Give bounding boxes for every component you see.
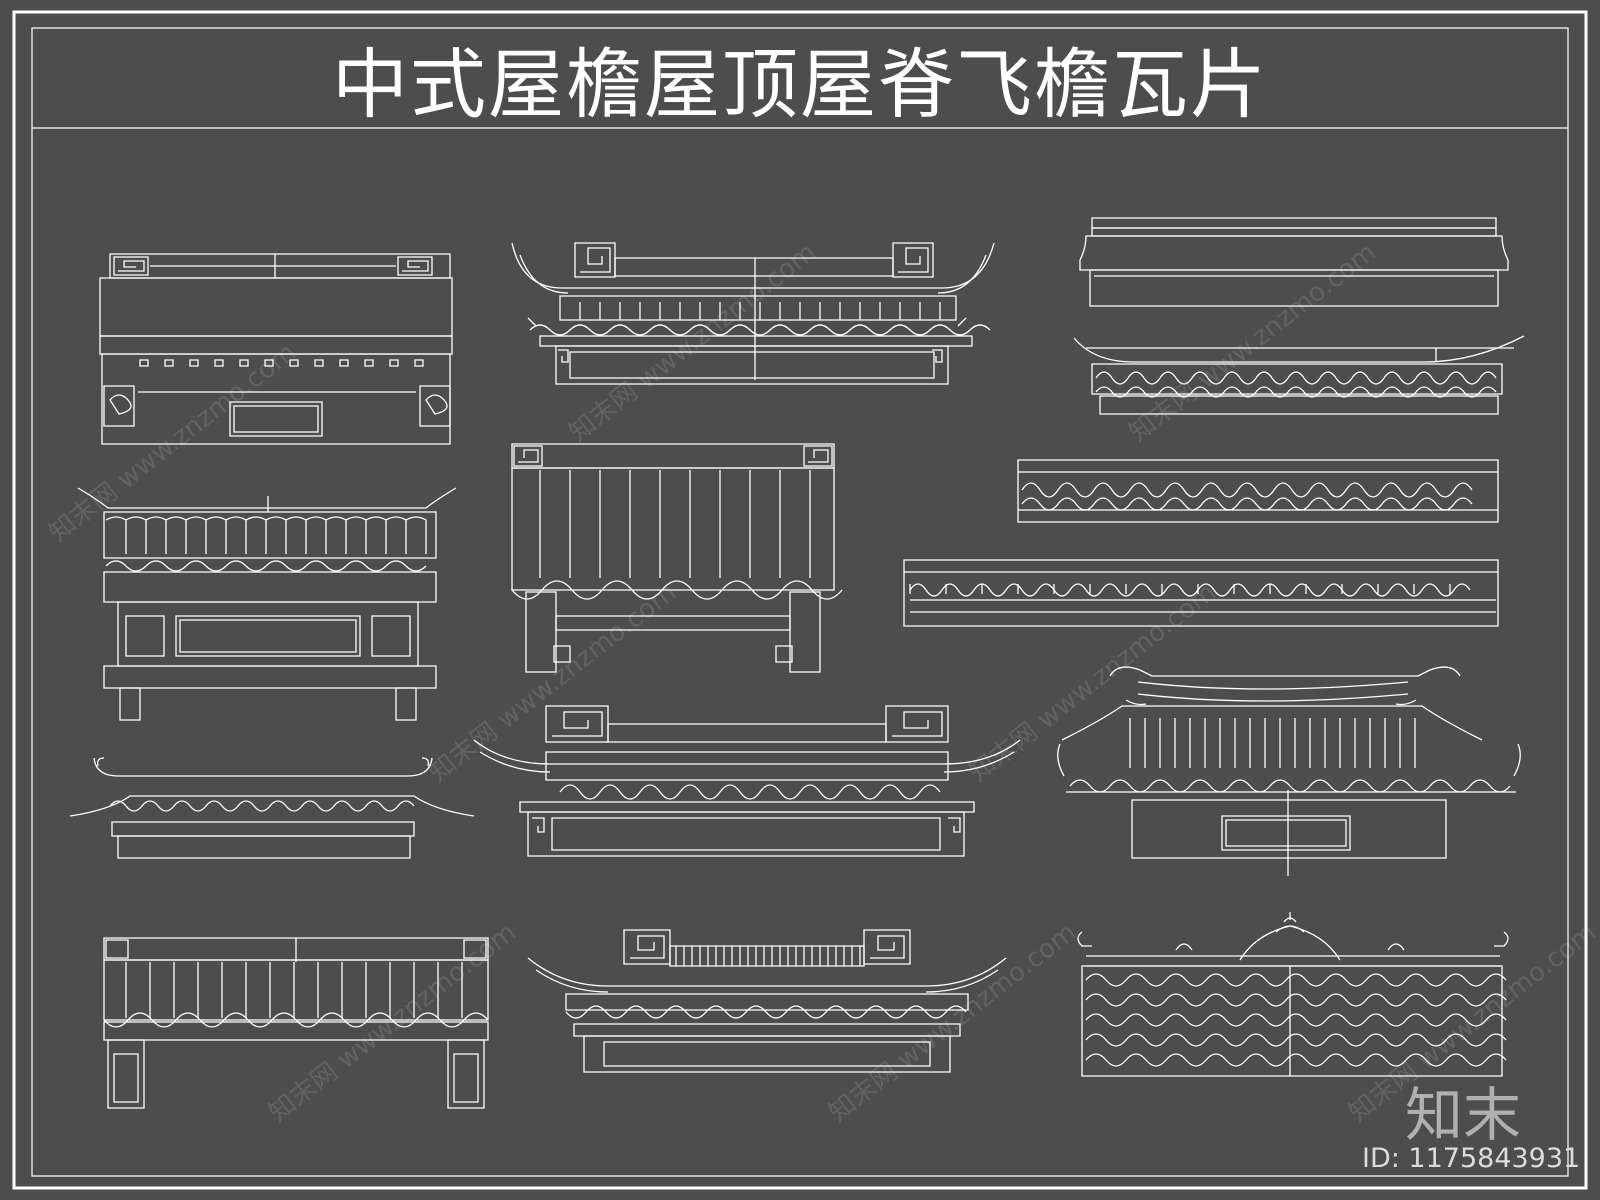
- brand-logo: 知末: [1405, 1081, 1522, 1149]
- inner-frame: [32, 28, 1568, 1176]
- eave-07: [78, 488, 456, 720]
- page-title: 中式屋檐屋顶屋脊飞檐瓦片: [332, 40, 1268, 129]
- eave-01: [100, 254, 452, 444]
- eave-04: [1074, 336, 1524, 414]
- eave-13: [528, 930, 1006, 1072]
- eave-09: [70, 758, 474, 858]
- eave-06: [904, 560, 1498, 626]
- eave-08: [512, 444, 842, 672]
- eave-12: [104, 938, 488, 1108]
- outer-frame: [14, 12, 1586, 1188]
- eave-11: [1058, 667, 1521, 876]
- eave-10: [474, 706, 1020, 856]
- eave-02: [512, 243, 994, 384]
- eave-05: [1018, 460, 1498, 522]
- eave-03: [1080, 218, 1508, 306]
- eave-14: [1078, 912, 1508, 1076]
- asset-id: ID: 1175843931: [1362, 1143, 1581, 1174]
